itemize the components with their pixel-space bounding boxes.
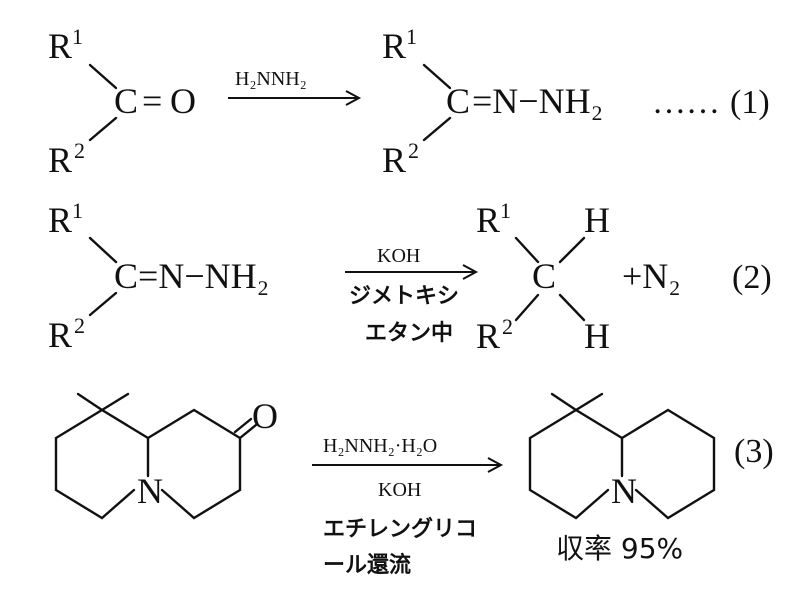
hydrazone-formula: C=N−NH₂ (114, 256, 269, 296)
quinolizidinone: O N (54, 392, 278, 520)
bond-c-h-top (558, 236, 586, 264)
r1-label: R (476, 200, 500, 240)
bond-r1-c (88, 236, 118, 264)
yield-label: 収率 95% (556, 532, 683, 565)
right-ring (620, 408, 716, 520)
bond-c-h-bottom (558, 293, 586, 322)
bond-r1-c (422, 63, 452, 90)
reaction-3: O N H₂NNH₂·H₂O KOH エチレングリコ ール還流 N 収率 95%… (54, 392, 774, 578)
solvent-line-1: エチレングリコ (323, 516, 477, 542)
reagent-koh: KOH (377, 245, 420, 267)
r1-superscript: 1 (72, 198, 83, 223)
quinolizidine-product: N (528, 392, 716, 520)
reaction-arrow-2 (345, 264, 479, 280)
carbonyl-carbon: C (114, 81, 138, 121)
r1-label: R (48, 200, 72, 240)
right-ring-top (146, 408, 242, 440)
nitrogen-byproduct: +N₂ (622, 256, 681, 296)
gem-methyl-2 (574, 392, 604, 412)
r2-superscript: 2 (74, 313, 85, 338)
gem-methyl-2 (100, 392, 130, 412)
r1-label: R (382, 26, 406, 66)
r2-label: R (382, 140, 406, 180)
ring-nitrogen: N (611, 471, 637, 511)
r2-label: R (48, 315, 72, 355)
ketone: R 1 C = O R 2 (48, 24, 196, 180)
equation-number-2: (2) (732, 259, 772, 296)
equation-number-1: (1) (730, 84, 770, 121)
bond-r2-c (422, 116, 452, 142)
bond-r1-c (88, 63, 118, 90)
r1-superscript: 1 (406, 24, 417, 49)
carbonyl-oxygen: O (170, 81, 196, 121)
gem-methyl-1 (550, 392, 578, 412)
r2-label: R (476, 316, 500, 356)
r1-superscript: 1 (500, 198, 511, 223)
ketone-oxygen: O (252, 396, 278, 436)
solvent-line-1: ジメトキシ (349, 284, 459, 309)
bond-r2-c (88, 116, 118, 142)
gem-methyl-1 (76, 392, 104, 412)
carbonyl-bond-b (233, 417, 253, 434)
r2-superscript: 2 (408, 138, 419, 163)
reagent-hydrazine: H₂NNH₂ (235, 68, 307, 90)
carbonyl-bond-a (238, 423, 258, 440)
solvent-line-2: エタン中 (365, 321, 453, 346)
reaction-arrow-1 (228, 90, 362, 106)
r2-superscript: 2 (74, 138, 85, 163)
reaction-1: R 1 C = O R 2 H₂NNH₂ R 1 C =N−NH₂ R 2 ……… (48, 24, 770, 180)
r2-label: R (48, 140, 72, 180)
bond-r2-c (88, 291, 118, 317)
reaction-arrow-3 (312, 457, 504, 473)
left-ring (54, 408, 150, 520)
solvent-line-2: ール還流 (323, 552, 411, 578)
reagent-hydrazine-hydrate: H₂NNH₂·H₂O (323, 435, 437, 457)
r1-label: R (48, 26, 72, 66)
bond-r1-c (514, 236, 540, 264)
ring-nitrogen: N (137, 471, 163, 511)
hydrogen-bottom: H (584, 316, 610, 356)
hydrazone-chain: =N−NH₂ (472, 81, 603, 121)
r1-superscript: 1 (72, 24, 83, 49)
reagent-koh: KOH (378, 479, 421, 501)
reaction-2: R 1 C=N−NH₂ R 2 KOH ジメトキシ エタン中 R 1 C R 2… (48, 198, 772, 356)
dot-leader: …… (652, 84, 720, 121)
right-ring-bottom (160, 436, 242, 520)
methylene-product: R 1 C R 2 H H (476, 198, 610, 356)
double-bond-sign: = (142, 81, 162, 121)
bond-r2-c (514, 293, 540, 322)
left-ring (528, 408, 624, 520)
hydrogen-top: H (584, 200, 610, 240)
hydrazone-product: R 1 C =N−NH₂ R 2 (382, 24, 603, 180)
hydrazone-carbon: C (446, 81, 470, 121)
r2-superscript: 2 (502, 314, 513, 339)
equation-number-3: (3) (734, 433, 774, 470)
methylene-carbon: C (532, 256, 556, 296)
hydrazone: R 1 C=N−NH₂ R 2 (48, 198, 269, 355)
